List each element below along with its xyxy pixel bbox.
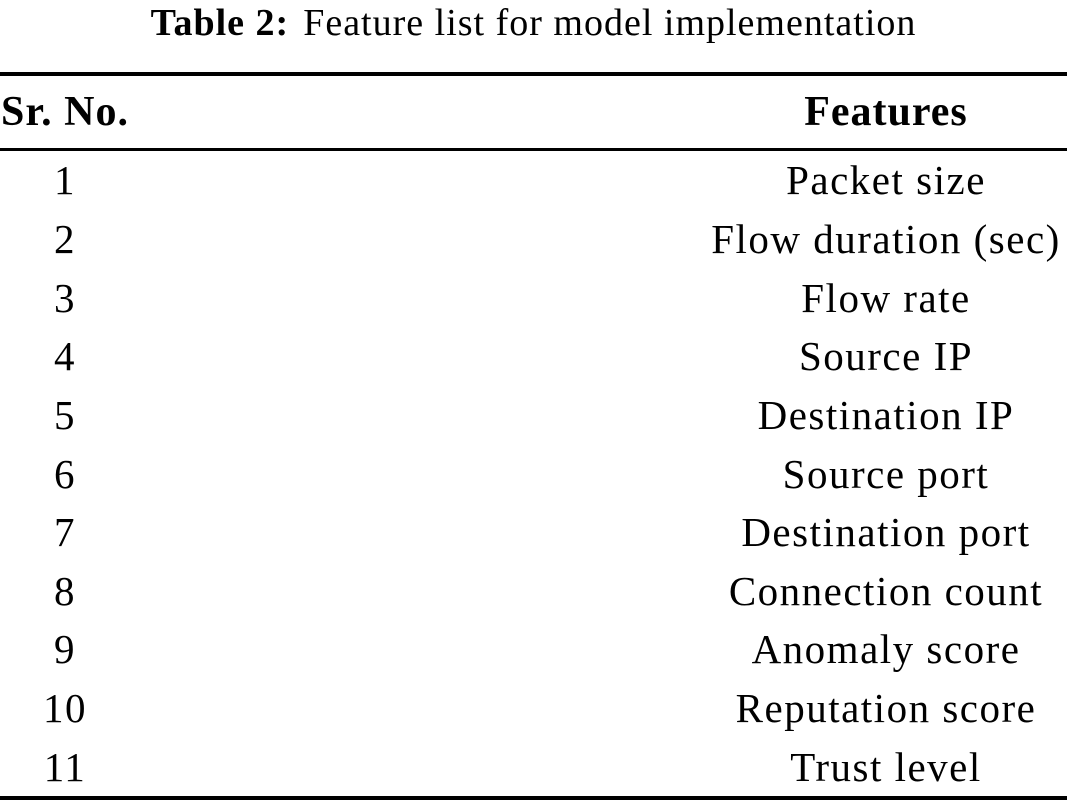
sr-no-cell: 11 xyxy=(43,743,87,790)
sr-no-cell: 6 xyxy=(54,450,76,497)
table-row: 9 Anomaly score xyxy=(0,620,1067,679)
table-caption-label: Table 2: xyxy=(150,2,290,44)
table-caption: Table 2: Feature list for model implement… xyxy=(0,0,1067,46)
column-header-features: Features xyxy=(804,88,968,135)
feature-cell: Destination port xyxy=(741,509,1031,556)
sr-no-cell: 9 xyxy=(54,626,76,673)
table-row: 11 Trust level xyxy=(0,737,1067,796)
sr-no-cell: 7 xyxy=(54,509,76,556)
feature-cell: Source port xyxy=(782,450,990,497)
table-row: 2 Flow duration (sec) xyxy=(0,210,1067,269)
table-row: 10 Reputation score xyxy=(0,679,1067,738)
sr-no-cell: 8 xyxy=(54,567,76,614)
feature-cell: Destination IP xyxy=(757,391,1015,438)
table-row: 4 Source IP xyxy=(0,327,1067,386)
table-row: 3 Flow rate xyxy=(0,268,1067,327)
feature-cell: Trust level xyxy=(790,743,982,790)
table-row: 1 Packet size xyxy=(0,151,1067,210)
feature-cell: Flow rate xyxy=(801,274,971,321)
table-header-rule xyxy=(0,147,1067,151)
feature-cell: Packet size xyxy=(786,157,986,204)
sr-no-cell: 2 xyxy=(54,215,76,262)
feature-cell: Anomaly score xyxy=(751,626,1021,673)
feature-cell: Reputation score xyxy=(735,685,1037,732)
feature-cell: Flow duration (sec) xyxy=(711,215,1061,262)
sr-no-cell: 5 xyxy=(54,391,76,438)
table-body: 1 Packet size 2 Flow duration (sec) 3 Fl… xyxy=(0,151,1067,796)
table-top-rule xyxy=(0,72,1067,76)
sr-no-cell: 10 xyxy=(43,685,87,732)
table-row: 6 Source port xyxy=(0,444,1067,503)
feature-cell: Source IP xyxy=(798,333,974,380)
table-row: 7 Destination port xyxy=(0,503,1067,562)
table-row: 8 Connection count xyxy=(0,561,1067,620)
sr-no-cell: 3 xyxy=(54,274,76,321)
column-header-sr-no: Sr. No. xyxy=(1,88,129,135)
table-caption-text: Feature list for model implementation xyxy=(303,2,917,44)
table-header-row: Sr. No. Features xyxy=(0,76,1067,148)
table-bottom-rule xyxy=(0,796,1067,800)
table-row: 5 Destination IP xyxy=(0,386,1067,445)
sr-no-cell: 4 xyxy=(54,333,76,380)
feature-cell: Connection count xyxy=(728,567,1044,614)
sr-no-cell: 1 xyxy=(54,157,76,204)
